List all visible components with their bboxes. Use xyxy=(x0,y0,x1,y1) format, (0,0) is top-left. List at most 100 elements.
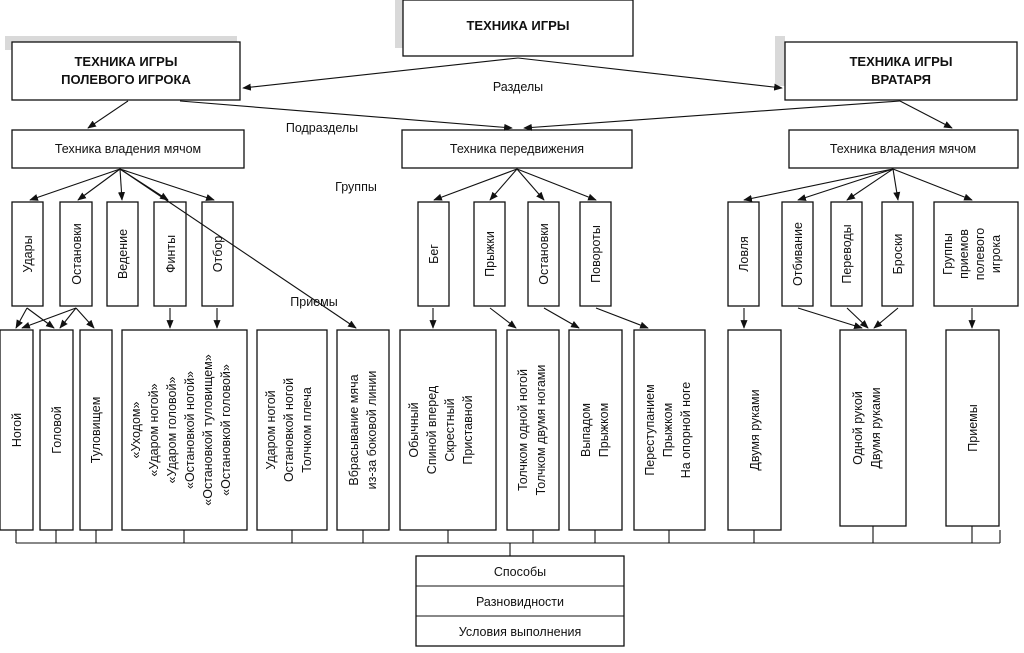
subsection-ball-right-label: Техника владения мячом xyxy=(830,142,976,156)
goalkeeper-shadow xyxy=(775,36,785,86)
group-otbor xyxy=(201,201,234,307)
tech-vbrasyvanie-line-2: из-за боковой линии xyxy=(365,371,379,490)
label-subsections: Подразделы xyxy=(286,121,358,135)
tech-tulovishchem xyxy=(79,329,113,531)
tech-beg-line-3: Скрестный xyxy=(443,398,457,461)
tech-tulovishchem-label: Туловищем xyxy=(89,397,103,464)
tech-ostanovki2-line-1: Выпадом xyxy=(579,403,593,457)
arrow-to-vedenie xyxy=(117,168,126,201)
tech-golovoi-label: Головой xyxy=(50,406,64,453)
group-pryzhki-label: Прыжки xyxy=(483,231,497,277)
arrow-ostanovki-tulovishchem xyxy=(75,307,95,329)
tech-vbrasyvanie-line-1: Вбрасывание мяча xyxy=(347,374,361,485)
arrow-to-ostanovki xyxy=(77,168,121,201)
group-vedenie-label: Ведение xyxy=(116,229,130,279)
arrow-udary-nogoi xyxy=(15,307,28,329)
bottom-connector xyxy=(15,526,1001,556)
group-ostanovki2 xyxy=(527,201,560,307)
field-player-title-2: ПОЛЕВОГО ИГРОКА xyxy=(61,72,191,87)
tech-pryzhki xyxy=(506,329,560,531)
arrow-to-ostanovki2 xyxy=(516,168,545,201)
arrow-to-otbivanie xyxy=(797,168,894,201)
tech-beg-line-4: Приставной xyxy=(461,395,475,464)
tech-nogoi-label: Ногой xyxy=(10,413,24,447)
tech-finty-line-5: «Остановкой туловищем» xyxy=(201,354,215,506)
group-povoroty-label: Повороты xyxy=(589,225,603,283)
field-player-box xyxy=(11,41,241,101)
group-finty-label: Финты xyxy=(164,235,178,273)
tech-lovlya-line-1: Двумя руками xyxy=(748,389,762,470)
group-povoroty xyxy=(579,201,612,307)
arrow-to-broski xyxy=(892,168,901,201)
tech-povoroty-line-3: На опорной ноге xyxy=(679,382,693,479)
tech-finty-line-2: «Ударом ногой» xyxy=(147,383,161,476)
arrow-field-movement xyxy=(179,100,513,131)
tech-vbrasyvanie xyxy=(336,329,390,531)
goalkeeper-box xyxy=(784,41,1018,101)
arrow-ostanovki-golovoi xyxy=(59,307,77,329)
tech-otbor-line-1: Ударом ногой xyxy=(264,390,278,469)
arrow-to-otbor xyxy=(119,168,215,201)
group-lovlya xyxy=(727,201,760,307)
subsection-ball-right xyxy=(788,129,1019,169)
group-pryzhki xyxy=(473,201,506,307)
group-ostanovki2-label: Остановки xyxy=(537,223,551,284)
group-vedenie xyxy=(106,201,139,307)
group-broski-label: Броски xyxy=(891,234,905,275)
bottom-sposoby: Способы xyxy=(494,565,546,579)
group-gruppy-priemov-line-1: Группы xyxy=(941,233,955,275)
tech-nogoi xyxy=(0,329,34,531)
tech-otbor-line-2: Остановкой ногой xyxy=(282,378,296,482)
tech-beg-line-2: Спиной вперед xyxy=(425,385,439,474)
arrow-otbivanie-list xyxy=(797,307,863,329)
tech-finty-line-1: «Уходом» xyxy=(129,402,143,459)
tech-finty xyxy=(121,329,248,531)
arrow-ostanovki-list xyxy=(543,307,580,329)
root-title: ТЕХНИКА ИГРЫ xyxy=(466,18,569,33)
tech-otbor xyxy=(256,329,328,531)
tech-beg xyxy=(399,329,497,531)
goalkeeper-title-2: ВРАТАРЯ xyxy=(871,72,931,87)
arrow-pryzhki-list xyxy=(489,307,517,329)
group-gruppy-priemov-line-2: приемов xyxy=(957,229,971,279)
arrow-root-goalkeeper xyxy=(517,57,783,91)
arrow-povoroty-list xyxy=(595,307,649,329)
group-beg-label: Бег xyxy=(427,244,441,264)
tech-pryzhki-line-2: Толчком двумя ногами xyxy=(534,365,548,496)
arrow-to-povoroty xyxy=(516,168,597,201)
root-box xyxy=(402,0,634,57)
label-groups: Группы xyxy=(335,180,377,194)
tech-priemy-line-1: Приемы xyxy=(966,404,980,451)
arrow-to-pryzhki xyxy=(489,168,518,201)
tech-povoroty-line-1: Переступанием xyxy=(643,384,657,475)
group-ostanovki-label: Остановки xyxy=(70,223,84,284)
group-beg xyxy=(417,201,450,307)
tech-pryzhki-line-1: Толчком одной ногой xyxy=(516,369,530,491)
arrow-to-perevody xyxy=(846,168,894,201)
group-gruppy-priemov xyxy=(933,201,1019,307)
arrow-to-gruppy-priemov xyxy=(892,168,973,201)
group-finty xyxy=(153,201,187,307)
group-broski xyxy=(881,201,914,307)
tech-priemy xyxy=(945,329,1000,527)
tech-finty-line-6: «Остановкой головой» xyxy=(219,364,233,496)
tech-finty-line-4: «Остановкой ногой» xyxy=(183,371,197,489)
arrow-root-field xyxy=(242,57,519,91)
arrow-goalkeeper-ball xyxy=(899,100,953,129)
group-perevody-label: Переводы xyxy=(840,224,854,283)
bottom-usloviya: Условия выполнения xyxy=(459,625,581,639)
subsection-movement xyxy=(401,129,633,169)
group-gruppy-priemov-line-3: полевого xyxy=(973,228,987,280)
tech-beg-line-1: Обычный xyxy=(407,402,421,457)
group-udary-label: Удары xyxy=(21,235,35,272)
group-otbor-label: Отбор xyxy=(211,236,225,273)
arrow-to-lovlya xyxy=(743,168,894,202)
arrow-to-beg xyxy=(433,168,518,201)
tech-otbivanie-line-1: Одной рукой xyxy=(851,391,865,465)
arrow-field-ball xyxy=(87,100,129,129)
group-otbivanie-label: Отбивание xyxy=(791,222,805,286)
group-perevody xyxy=(830,201,863,307)
label-techniques: Приемы xyxy=(290,295,337,309)
goalkeeper-title-1: ТЕХНИКА ИГРЫ xyxy=(849,54,952,69)
